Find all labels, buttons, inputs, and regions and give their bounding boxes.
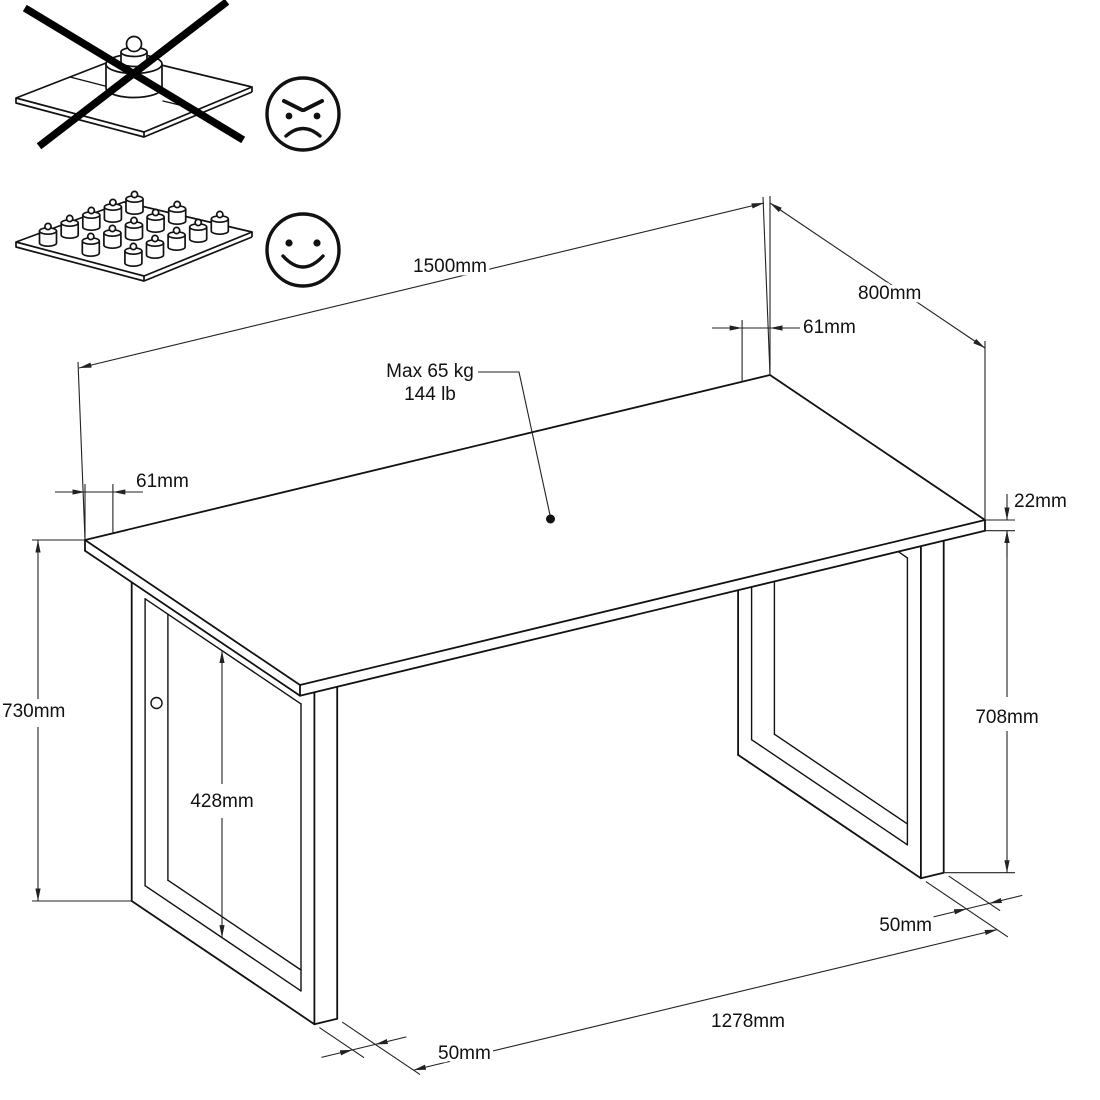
dim-leg-height	[943, 530, 1015, 874]
dim-leg-height-label: 708mm	[975, 707, 1038, 728]
dim-top-thickness-label: 22mm	[1014, 491, 1067, 512]
dim-top-thickness	[985, 494, 1015, 557]
dim-leg-profile-right-label: 50mm	[879, 915, 932, 936]
dim-depth-label: 800mm	[858, 283, 921, 304]
dim-leg-inset-front-left-label: 61mm	[136, 471, 189, 492]
right-leg	[737, 540, 945, 880]
dim-length-label: 1500mm	[413, 256, 487, 277]
dim-depth	[769, 196, 986, 520]
angry-face-icon	[265, 76, 341, 152]
max-load-leader	[478, 371, 555, 524]
dim-overall-height	[32, 539, 132, 902]
dim-leg-inset-front-left	[55, 484, 143, 540]
dim-leg-clear-span-label: 1278mm	[711, 1011, 785, 1032]
dim-leg-clear-span	[341, 929, 998, 1076]
dim-leg-profile-right	[925, 875, 1023, 938]
no-point-load-icon	[15, 0, 253, 150]
dim-leg-profile-left-label: 50mm	[438, 1043, 491, 1064]
happy-face-icon	[265, 212, 341, 288]
max-load-label-line2: 144 lb	[404, 384, 456, 405]
distributed-load-icon	[15, 190, 253, 282]
dim-leg-inset-back-right-label: 61mm	[803, 317, 856, 338]
cross-out-icon	[22, 0, 246, 150]
labels: 1500mm 800mm 61mm 61mm 22mm 730mm 428mm …	[0, 253, 1070, 1068]
dim-leg-profile-left	[319, 1027, 407, 1059]
dim-length	[77, 196, 771, 541]
max-load-label-line1: Max 65 kg	[386, 361, 474, 382]
cam-lock-hole	[150, 696, 163, 710]
left-leg	[130, 581, 339, 1026]
dim-leg-inner-height-label: 428mm	[190, 791, 253, 812]
dim-overall-height-label: 730mm	[2, 701, 65, 722]
dim-leg-inset-back-right	[712, 320, 800, 382]
tabletop	[84, 374, 986, 697]
